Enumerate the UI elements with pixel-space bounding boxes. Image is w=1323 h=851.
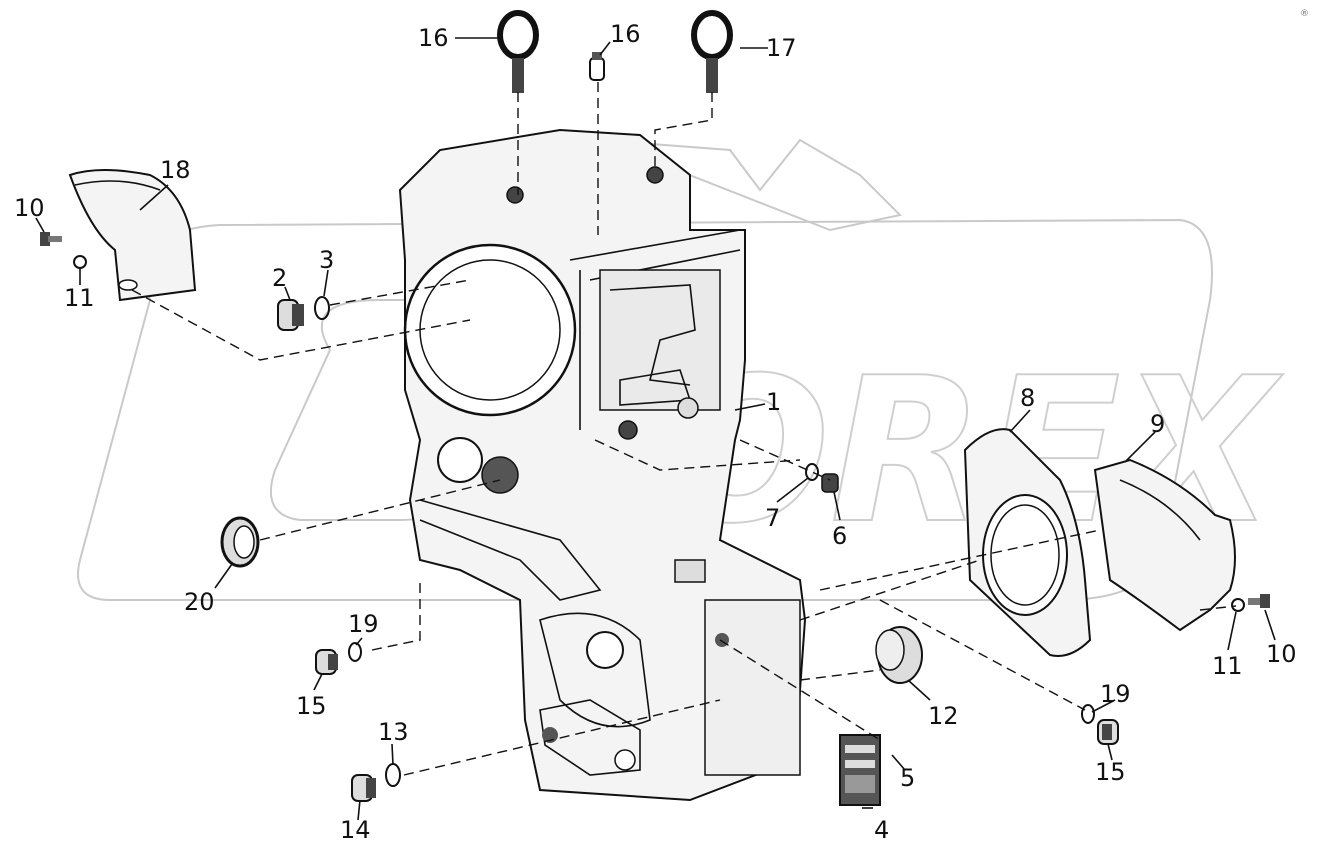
o-ring-16-left (348, 642, 362, 662)
plug-14 (351, 774, 376, 802)
callout-18: 18 (160, 156, 191, 184)
callout-3: 3 (319, 246, 334, 274)
plug-15-right (1097, 719, 1119, 745)
callout-13: 13 (378, 718, 409, 746)
plug-2 (277, 299, 304, 331)
callout-19-left: 16 (418, 24, 449, 52)
callout-5: 5 (900, 764, 915, 792)
callout-11-left: 11 (64, 284, 95, 312)
callout-17: 16 (610, 20, 641, 48)
guard-plate-18 (68, 169, 197, 302)
washer-11-right (1231, 598, 1245, 612)
eye-bolt-right (691, 10, 733, 93)
seal-20 (220, 516, 260, 568)
callout-16-right: 19 (1100, 680, 1131, 708)
cap-12 (875, 626, 923, 684)
callout-2: 2 (272, 264, 287, 292)
callout-15-left: 15 (296, 692, 327, 720)
nameplate-4 (839, 734, 881, 806)
callout-12: 12 (928, 702, 959, 730)
eye-bolt-left (497, 10, 539, 93)
callout-16-left: 19 (348, 610, 379, 638)
callout-6: 6 (832, 522, 847, 550)
transmission-housing (398, 128, 807, 802)
callout-15-right: 15 (1095, 758, 1126, 786)
bolt-10-left (40, 232, 62, 246)
callout-8: 8 (1020, 384, 1035, 412)
callout-10-left: 10 (14, 194, 45, 222)
callout-7: 7 (765, 504, 780, 532)
callout-1: 1 (766, 388, 781, 416)
cover-8 (963, 428, 1092, 657)
callout-11-right: 11 (1212, 652, 1243, 680)
breather-17 (589, 52, 605, 81)
callout-4: 4 (874, 816, 889, 844)
o-ring-16-right (1081, 704, 1095, 724)
leader-lines (35, 37, 1276, 821)
corner-mark: ® (1300, 9, 1309, 19)
callout-10-right: 10 (1266, 640, 1297, 668)
o-ring-13 (385, 763, 401, 787)
o-ring-3 (314, 296, 330, 320)
cover-9 (1093, 458, 1236, 632)
plug-15-left (315, 649, 338, 675)
callout-20: 20 (184, 588, 215, 616)
plug-6 (821, 473, 839, 493)
washer-11-left (73, 255, 87, 269)
o-ring-7 (805, 463, 819, 481)
callout-14: 14 (340, 816, 371, 844)
assembly-lines (131, 82, 1237, 776)
callout-9: 9 (1150, 410, 1165, 438)
callout-labels: 16 17 16 18 10 11 2 3 1 7 6 8 9 11 10 12… (14, 20, 1297, 844)
bolt-10-right (1248, 594, 1270, 608)
callout-19-right: 17 (766, 34, 797, 62)
